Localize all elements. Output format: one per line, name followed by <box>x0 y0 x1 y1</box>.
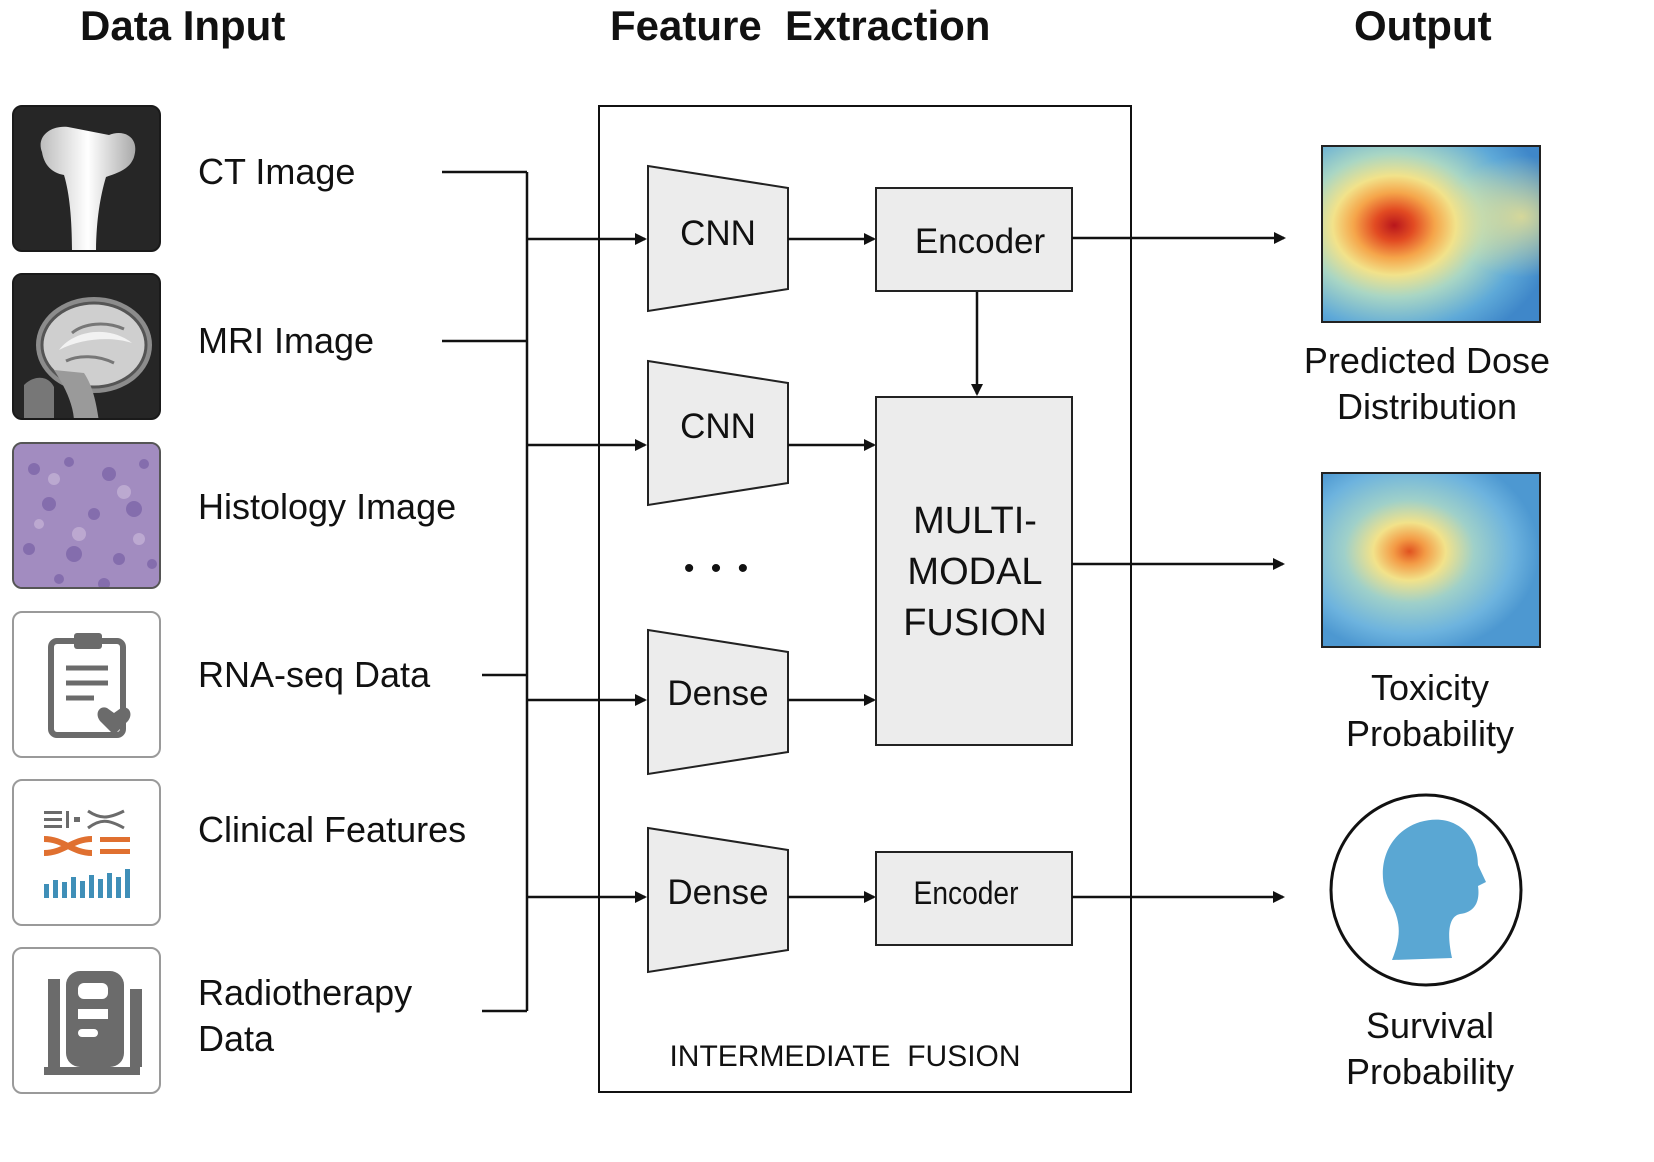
dense-extractor-2 <box>647 826 789 974</box>
cnn-extractor-2 <box>647 359 789 507</box>
output-label-dose: Predicted Dose Distribution <box>1272 338 1582 430</box>
fusion-line-3: FUSION <box>903 602 1047 644</box>
data-input-heading: Data Input <box>80 2 286 49</box>
fusion-line-1: MULTI- <box>913 500 1037 542</box>
feature-extraction-heading: Feature Extraction <box>610 2 991 49</box>
multimodal-fusion-box <box>875 396 1073 746</box>
encoder-box-2 <box>875 851 1073 946</box>
input-label-ct: CT Image <box>198 151 356 192</box>
input-label-rnaseq: RNA-seq Data <box>198 654 431 695</box>
output-label-survival: Survival Probability <box>1290 1003 1570 1095</box>
output-label-survival-line1: Survival <box>1365 1005 1495 1046</box>
encoder-label-2: Encoder <box>913 875 1019 911</box>
clinical-chart-icon <box>12 779 161 926</box>
encoder-label-1: Encoder <box>914 222 1046 261</box>
dense-label-1: Dense <box>667 674 769 713</box>
cnn-label-1: CNN <box>680 214 756 253</box>
input-label-radiotherapy-line1: Radiotherapy <box>198 972 413 1013</box>
head-silhouette-icon <box>1329 793 1523 987</box>
clipboard-heart-icon <box>12 611 161 758</box>
input-label-radiotherapy-line2: Data <box>198 1018 275 1059</box>
input-label-histology: Histology Image <box>198 486 457 527</box>
intermediate-fusion-container <box>598 105 1132 1093</box>
input-label-clinical: Clinical Features <box>198 809 467 850</box>
fusion-line-2: MODAL <box>907 551 1043 593</box>
dose-heatmap-icon <box>1321 145 1541 323</box>
cnn-label-2: CNN <box>680 407 756 446</box>
output-label-dose-line1: Predicted Dose <box>1303 340 1551 381</box>
output-label-toxicity-line1: Toxicity <box>1370 667 1490 708</box>
linac-machine-icon <box>12 947 161 1094</box>
cnn-extractor-1 <box>647 164 789 313</box>
toxicity-heatmap-icon <box>1321 472 1541 648</box>
output-label-toxicity-line2: Probability <box>1345 713 1515 754</box>
dense-extractor-1 <box>647 628 789 776</box>
dense-label-2: Dense <box>667 873 769 912</box>
input-label-radiotherapy: Radiotherapy Data <box>198 970 412 1062</box>
histology-slide-icon <box>12 442 161 589</box>
intermediate-fusion-caption: INTERMEDIATE FUSION <box>669 1040 1021 1073</box>
output-label-survival-line2: Probability <box>1345 1051 1515 1092</box>
encoder-box-1 <box>875 187 1073 292</box>
brain-mri-icon <box>12 273 161 420</box>
output-heading: Output <box>1354 2 1492 49</box>
ellipsis-more-extractors: • • • <box>683 552 753 585</box>
output-label-dose-line2: Distribution <box>1336 386 1518 427</box>
input-label-mri: MRI Image <box>198 320 375 361</box>
femur-ct-icon <box>12 105 161 252</box>
multimodal-fusion-label: MULTI- MODAL FUSION <box>876 496 1074 649</box>
output-label-toxicity: Toxicity Probability <box>1290 665 1570 757</box>
